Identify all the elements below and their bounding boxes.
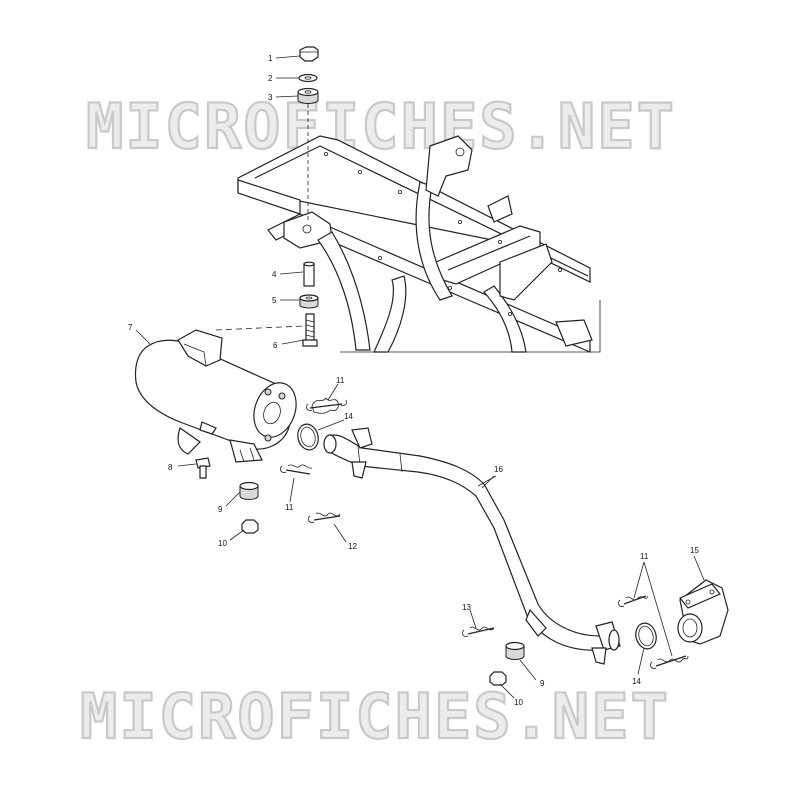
callout-10-left: 10 [218, 539, 227, 548]
exhaust-header-flange [677, 579, 729, 645]
callout-8: 8 [168, 463, 173, 472]
frame-assembly [237, 135, 601, 353]
muffler [134, 329, 297, 463]
callout-13: 13 [462, 603, 471, 612]
spacer-sleeve [303, 261, 315, 287]
muffler-mount-dashed-line [215, 325, 305, 331]
callout-16: 16 [494, 465, 503, 474]
spring-11-middle [280, 464, 313, 475]
callout-2: 2 [268, 74, 273, 83]
svg-text:MICROFICHES.NET: MICROFICHES.NET [86, 90, 676, 163]
nut-left [241, 519, 259, 534]
exhaust-gasket-right [635, 622, 657, 650]
callout-9-right: 9 [540, 679, 545, 688]
leader-lines [135, 55, 705, 699]
spring-11-right-lower [650, 655, 689, 669]
rubber-grommet-left [239, 481, 259, 500]
rubber-grommet-right [505, 641, 525, 660]
washer [298, 73, 318, 83]
callout-5: 5 [272, 296, 277, 305]
callout-15: 15 [690, 546, 699, 555]
callout-10-right: 10 [514, 698, 523, 707]
callout-14-left: 14 [344, 412, 353, 421]
callout-3: 3 [268, 93, 273, 102]
svg-text:MICROFICHES.NET: MICROFICHES.NET [86, 90, 676, 163]
callout-1: 1 [268, 54, 273, 63]
spring-11-right-upper [618, 595, 649, 607]
lower-grommet [299, 294, 319, 309]
callout-6: 6 [273, 341, 278, 350]
callout-11-top: 11 [336, 376, 345, 385]
mount-bolt [302, 313, 318, 347]
callout-labels: 1 2 3 4 5 6 7 8 9 10 11 14 11 12 16 13 1… [128, 54, 699, 707]
svg-text:MICROFICHES.NET: MICROFICHES.NET [80, 680, 670, 753]
callout-11-middle: 11 [285, 503, 294, 512]
muffler-bolt [195, 457, 211, 479]
callout-4: 4 [272, 270, 277, 279]
nut-right [489, 671, 507, 686]
watermark-top: MICROFICHES.NET MICROFICHES.NET [85, 89, 676, 164]
spring-13 [462, 626, 495, 637]
callout-11-right: 11 [640, 552, 649, 561]
callout-12: 12 [348, 542, 357, 551]
exhaust-gasket-left [297, 423, 319, 451]
spring-12 [308, 512, 341, 523]
exhaust-pipe [323, 427, 621, 665]
spring-11-top [306, 397, 347, 414]
mount-bolt-nut [299, 46, 319, 62]
callout-14-right: 14 [632, 677, 641, 686]
callout-9-left: 9 [218, 505, 223, 514]
watermark-bottom: MICROFICHES.NET MICROFICHES.NET [79, 679, 670, 754]
callout-7: 7 [128, 323, 133, 332]
svg-text:MICROFICHES.NET: MICROFICHES.NET [80, 680, 670, 753]
grommet [297, 87, 319, 104]
